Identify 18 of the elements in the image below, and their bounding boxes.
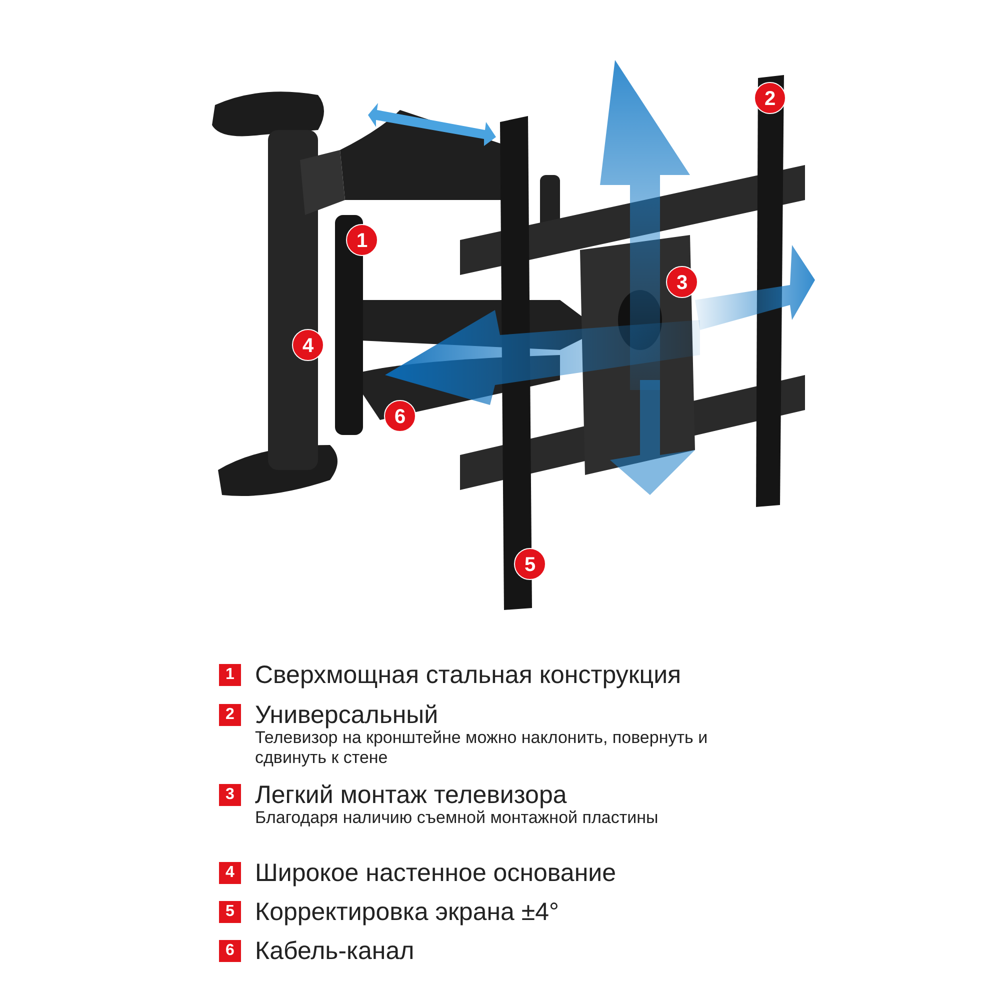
feature-title: Широкое настенное основание (255, 858, 616, 888)
feature-description: Благодаря наличию съемной монтажной пластины (255, 808, 660, 828)
callout-number: 1 (346, 224, 378, 256)
feature-description: Телевизор на кронштейне можно наклонить, повернуть и сдвинуть к стене (255, 728, 709, 768)
legend-marker: 4 (219, 862, 241, 884)
feature-title: Универсальный (255, 700, 438, 730)
callout-number: 5 (514, 548, 546, 580)
feature-title: Корректировка экрана ±4° (255, 897, 560, 927)
legend-marker: 6 (219, 940, 241, 962)
feature-title: Легкий монтаж телевизора (255, 780, 567, 810)
callout-number: 6 (384, 400, 416, 432)
legend-marker: 5 (219, 901, 241, 923)
callout-number: 2 (754, 82, 786, 114)
legend-marker: 2 (219, 704, 241, 726)
legend-marker: 3 (219, 784, 241, 806)
feature-title: Кабель-канал (255, 936, 414, 966)
feature-title: Сверхмощная стальная конструкция (255, 660, 682, 690)
legend-marker: 1 (219, 664, 241, 686)
